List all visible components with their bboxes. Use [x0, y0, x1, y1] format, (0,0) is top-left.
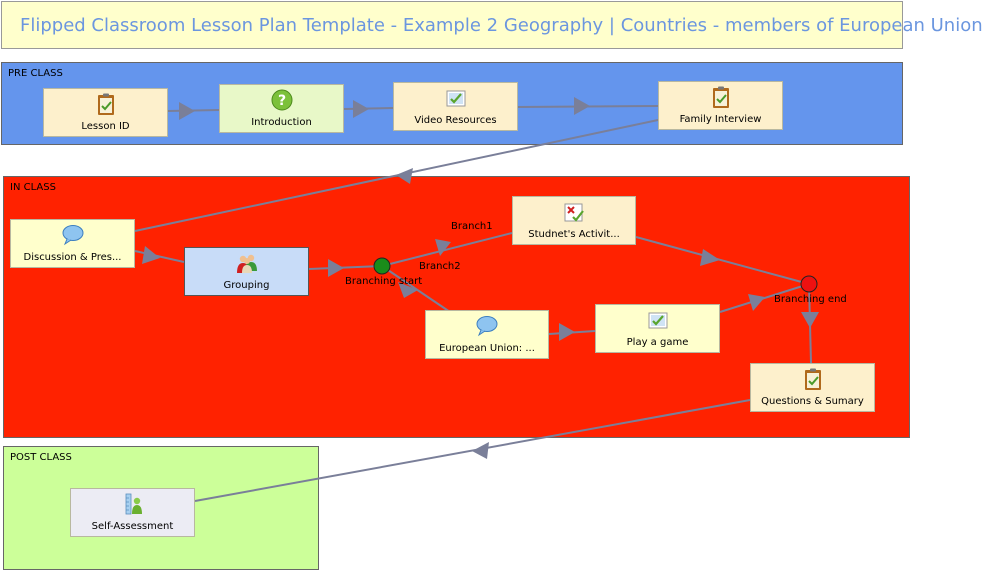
node-label: Play a game	[626, 337, 689, 348]
node-label: Studnet's Activit...	[528, 229, 620, 240]
question-icon: ?	[271, 89, 292, 111]
node-label: Lesson ID	[81, 121, 130, 132]
pre-class-label: PRE CLASS	[8, 68, 63, 79]
node-self-assessment[interactable]: Self-Assessment	[70, 488, 195, 537]
arrowhead	[801, 312, 819, 328]
clipboard-icon	[97, 93, 114, 115]
people-icon	[236, 254, 257, 273]
person-ruler-icon	[125, 493, 142, 515]
edge-branch2	[381, 265, 451, 313]
branching-start-label: Branching start	[345, 276, 423, 287]
edge-questions-self	[194, 399, 751, 502]
node-label: European Union: ...	[439, 343, 535, 354]
branch2-label: Branch2	[419, 261, 461, 272]
edge-intro-video	[343, 107, 394, 110]
clipboard-icon	[712, 86, 729, 108]
edge-game-branchend	[719, 283, 810, 313]
speech-bubble-icon	[62, 225, 83, 246]
edge-discussion-grouping	[134, 250, 185, 263]
edge-grouping-branchstart	[308, 265, 383, 270]
node-label: Questions & Sumary	[761, 396, 864, 407]
edge-activity-branchend	[635, 236, 810, 285]
arrowhead	[748, 294, 765, 311]
node-grouping[interactable]: Grouping	[184, 247, 309, 296]
arrowhead	[353, 100, 369, 118]
edge-family-discussion	[134, 119, 659, 232]
image-cross-check-icon	[564, 203, 584, 222]
arrowhead	[398, 282, 418, 298]
node-questions-summary[interactable]: Questions & Sumary	[750, 363, 875, 412]
branch1-label: Branch1	[451, 221, 493, 232]
node-play-game[interactable]: Play a game	[595, 304, 720, 353]
node-label: Family Interview	[679, 114, 762, 125]
node-introduction[interactable]: ? Introduction	[219, 84, 344, 133]
branching-end-label: Branching end	[774, 294, 847, 305]
arrowhead	[559, 323, 575, 341]
clipboard-icon	[804, 368, 821, 390]
arrowhead	[435, 239, 451, 256]
connection-lines	[134, 97, 819, 502]
node-label: Introduction	[251, 117, 312, 128]
node-video-resources[interactable]: Video Resources	[393, 82, 518, 131]
post-class-label: POST CLASS	[10, 452, 72, 463]
arrowhead	[700, 249, 720, 266]
edge-branch1	[381, 232, 513, 267]
node-label: Self-Assessment	[91, 521, 174, 532]
branching-start-dot	[373, 257, 391, 275]
in-class-label: IN CLASS	[10, 182, 56, 193]
node-label: Discussion & Pres...	[23, 252, 122, 263]
arrowhead	[179, 102, 195, 120]
speech-bubble-icon	[476, 316, 498, 337]
page-title: Flipped Classroom Lesson Plan Template -…	[20, 15, 983, 36]
title-bar: Flipped Classroom Lesson Plan Template -…	[1, 1, 983, 49]
svg-text:?: ?	[277, 93, 285, 109]
node-family-interview[interactable]: Family Interview	[658, 81, 783, 130]
arrowhead	[142, 246, 160, 264]
node-label: Video Resources	[414, 115, 497, 126]
arrowhead	[472, 442, 489, 459]
node-label: Grouping	[223, 280, 270, 291]
image-check-icon	[648, 312, 667, 329]
node-lesson-id[interactable]: Lesson ID	[43, 88, 168, 137]
image-check-icon	[446, 90, 465, 107]
arrowhead	[574, 97, 590, 115]
branching-end-dot	[800, 275, 818, 293]
node-student-activity[interactable]: Studnet's Activit...	[512, 196, 636, 245]
node-european-union[interactable]: European Union: ...	[425, 310, 549, 359]
arrowhead	[396, 168, 413, 184]
node-discussion[interactable]: Discussion & Pres...	[10, 219, 135, 268]
arrowhead	[328, 259, 344, 277]
